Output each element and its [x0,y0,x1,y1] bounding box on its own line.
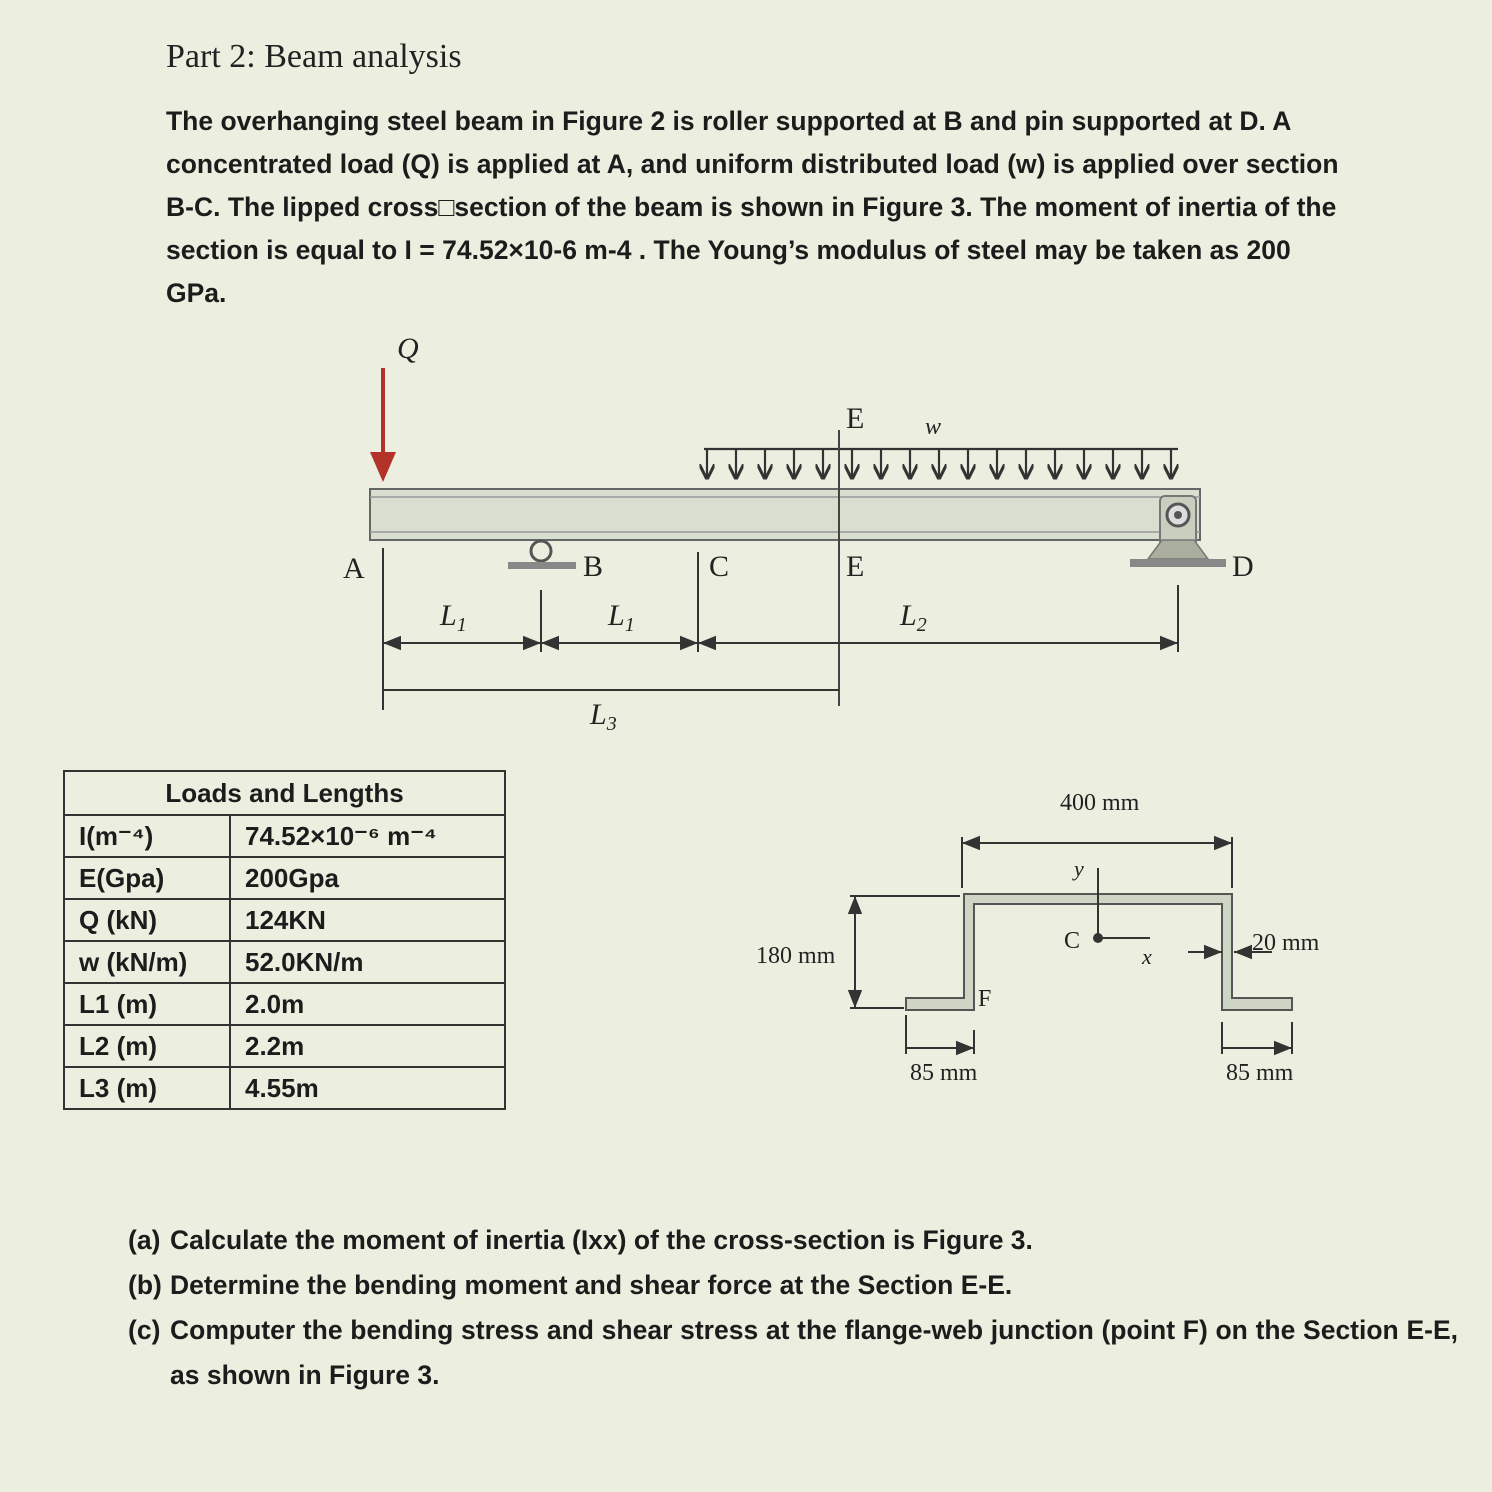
questions-list: (a) Calculate the moment of inertia (Ixx… [128,1218,1458,1398]
question-text: Determine the bending moment and shear f… [170,1270,1013,1300]
table-row: E(Gpa)200Gpa [63,856,506,900]
table-key: L2 (m) [63,1024,231,1068]
dim-20-label: 20 mm [1252,930,1320,956]
load-q-arrow [370,368,396,482]
table-row: I(m⁻⁴)74.52×10⁻⁶ m⁻⁴ [63,814,506,858]
question-item: (c) Computer the bending stress and shea… [128,1308,1458,1398]
table-value: 74.52×10⁻⁶ m⁻⁴ [229,814,506,858]
roller-support-b [508,539,576,569]
question-text: Computer the bending stress and shear st… [170,1315,1458,1390]
y-axis-label: y [1072,856,1084,881]
dim-l3-label: L3 [589,698,617,735]
point-f-label: F [978,986,991,1012]
dim-85-left-label: 85 mm [910,1060,978,1086]
dim-400-label: 400 mm [1060,790,1140,816]
dim-85-right-label: 85 mm [1226,1060,1294,1086]
question-number: (a) [128,1225,161,1255]
page-title: Part 2: Beam analysis [166,38,462,75]
dim-l1-label: L1 [439,599,467,636]
table-row: Q (kN)124KN [63,898,506,942]
question-text: Calculate the moment of inertia (Ixx) of… [170,1225,1033,1255]
table-value: 2.0m [229,982,506,1026]
table-row: L2 (m)2.2m [63,1024,506,1068]
table-key: L1 (m) [63,982,231,1026]
question-item: (a) Calculate the moment of inertia (Ixx… [128,1218,1458,1263]
question-number: (b) [128,1270,162,1300]
table-row: L1 (m)2.0m [63,982,506,1026]
cross-section-figure [847,835,1293,1056]
point-c-label: C [709,550,729,583]
table-key: Q (kN) [63,898,231,942]
intro-line: B-C. The lipped cross□section of the bea… [166,192,1337,222]
section-e-top-label: E [846,402,864,435]
x-axis-label: x [1141,944,1152,969]
udl-arrows [704,447,1178,478]
table-value: 52.0KN/m [229,940,506,984]
table-key: I(m⁻⁴) [63,814,231,858]
table-key: w (kN/m) [63,940,231,984]
udl-w-label: w [925,414,941,440]
table-key: L3 (m) [63,1066,231,1110]
dimension-lines [382,548,1179,710]
point-e-label: E [846,550,864,583]
table-value: 4.55m [229,1066,506,1110]
load-q-label: Q [397,332,419,365]
intro-line: concentrated load (Q) is applied at A, a… [166,149,1339,179]
pin-support-d [1130,495,1226,567]
table-row: L3 (m)4.55m [63,1066,506,1110]
table-header: Loads and Lengths [63,770,506,816]
table-value: 200Gpa [229,856,506,900]
dim-l2-label: L2 [899,599,927,636]
table-value: 124KN [229,898,506,942]
point-d-label: D [1232,550,1254,583]
question-item: (b) Determine the bending moment and she… [128,1263,1458,1308]
intro-line: GPa. [166,278,227,308]
centroid-label: C [1064,928,1080,954]
beam [369,488,1201,541]
table-key: E(Gpa) [63,856,231,900]
intro-line: The overhanging steel beam in Figure 2 i… [166,106,1292,136]
loads-lengths-table: Loads and Lengths I(m⁻⁴)74.52×10⁻⁶ m⁻⁴ E… [63,770,506,1110]
intro-paragraph: The overhanging steel beam in Figure 2 i… [166,100,1436,315]
point-a-label: A [343,552,365,585]
point-b-label: B [583,550,603,583]
dim-l1-label: L1 [607,599,635,636]
question-number: (c) [128,1315,161,1345]
intro-line: section is equal to I = 74.52×10-6 m-4 .… [166,235,1291,265]
dim-180-label: 180 mm [756,943,836,969]
table-value: 2.2m [229,1024,506,1068]
lipped-channel-shape [905,893,1293,1011]
table-row: w (kN/m)52.0KN/m [63,940,506,984]
